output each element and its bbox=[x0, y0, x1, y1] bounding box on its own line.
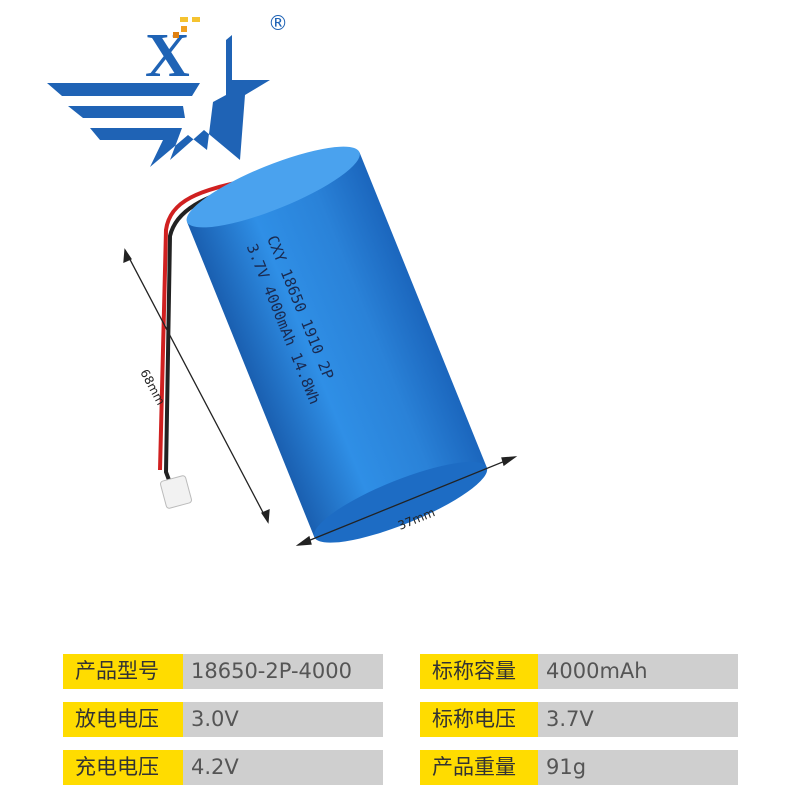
brand-logo: X ® bbox=[47, 11, 288, 167]
spec-label: 放电电压 bbox=[63, 702, 183, 737]
product-illustration: X ® CXY 18650 1910 2P 3.7V 4000mAh 14.8W… bbox=[47, 11, 518, 546]
spec-value: 3.7V bbox=[538, 702, 738, 737]
spec-label: 产品型号 bbox=[63, 654, 183, 689]
spec-value: 4000mAh bbox=[538, 654, 738, 689]
spec-label: 充电电压 bbox=[63, 750, 183, 785]
spec-label: 产品重量 bbox=[420, 750, 538, 785]
logo-letter: X bbox=[145, 22, 190, 90]
connector bbox=[159, 475, 193, 509]
spec-value: 18650-2P-4000 bbox=[183, 654, 383, 689]
spec-value: 91g bbox=[538, 750, 738, 785]
spec-label: 标称容量 bbox=[420, 654, 538, 689]
spec-label: 标称电压 bbox=[420, 702, 538, 737]
spec-value: 3.0V bbox=[183, 702, 383, 737]
spec-value: 4.2V bbox=[183, 750, 383, 785]
battery-cell: CXY 18650 1910 2P 3.7V 4000mAh 14.8Wh bbox=[186, 146, 488, 543]
registered-mark: ® bbox=[268, 11, 288, 35]
